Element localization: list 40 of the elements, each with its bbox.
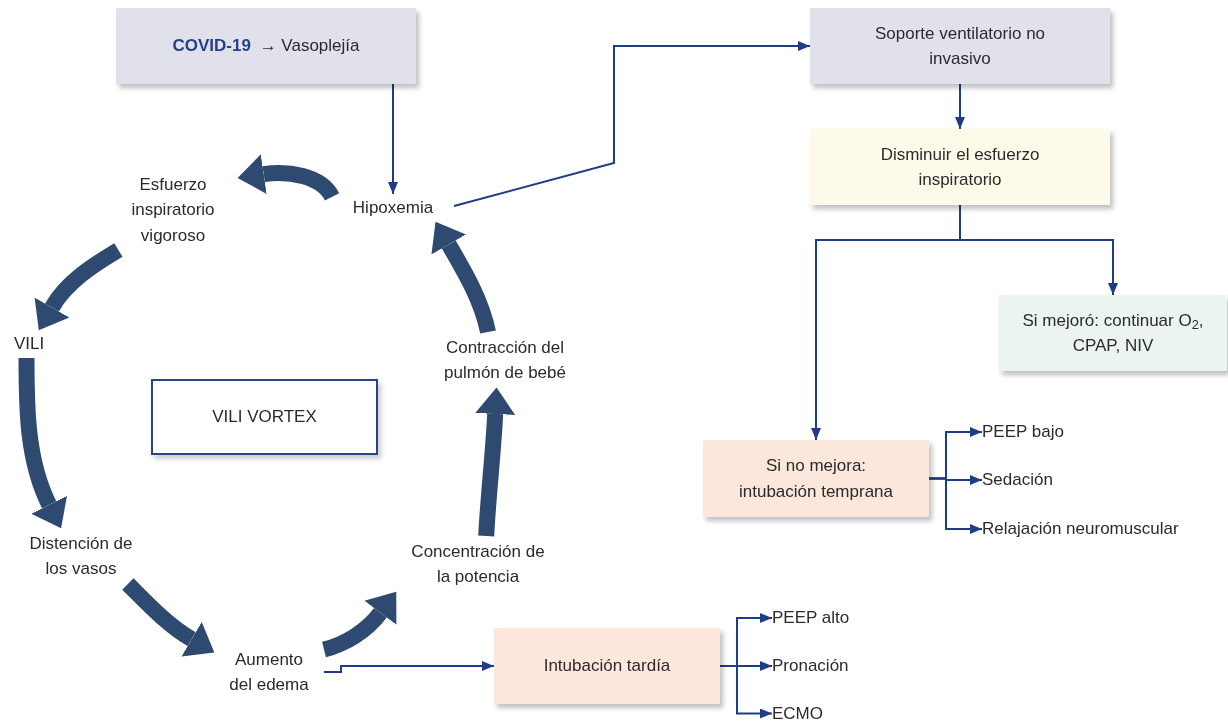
- curved-block-arrow: [122, 578, 214, 657]
- step-label: Sedación: [982, 466, 1092, 494]
- step-label: Hipoxemia: [332, 194, 454, 222]
- process-box: [116, 8, 416, 84]
- process-box: [703, 440, 929, 517]
- arrow: [388, 83, 398, 195]
- step-label: PEEP alto: [772, 604, 882, 632]
- curved-block-arrow: [431, 221, 496, 334]
- step-label: Pronación: [772, 652, 882, 680]
- arrow: [453, 41, 811, 207]
- process-box: [810, 8, 1110, 84]
- arrow: [323, 661, 495, 673]
- box-text: VILI VORTEX: [212, 406, 317, 429]
- process-box: [494, 628, 720, 704]
- title-box: [151, 379, 378, 455]
- curved-block-arrow: [321, 592, 397, 658]
- box-text: Si no mejora: intubación temprana: [737, 455, 894, 503]
- curved-block-arrow: [35, 243, 123, 330]
- box-text: Disminuir el esfuerzo inspiratorio: [879, 143, 1041, 191]
- process-box: [999, 295, 1227, 371]
- step-label: Distención de los vasos: [14, 528, 148, 584]
- step-label: Concentración de la potencia: [396, 536, 560, 592]
- step-label: Relajación neuromuscular: [982, 514, 1226, 544]
- step-label: PEEP bajo: [982, 418, 1102, 446]
- arrow: [955, 83, 965, 130]
- arrow: [811, 204, 961, 441]
- arrow: [928, 477, 983, 534]
- box-text: Intubación tardía: [543, 655, 671, 678]
- step-label: ECMO: [772, 700, 852, 727]
- process-box: [810, 129, 1110, 205]
- box-text: Si mejoró: continuar O$_{2}$, CPAP, NIV: [1021, 309, 1205, 357]
- step-label: Aumento del edema: [214, 644, 324, 700]
- arrow: [719, 665, 773, 719]
- curved-block-arrow: [18, 358, 68, 529]
- step-label: Esfuerzo inspiratorio vigoroso: [108, 170, 238, 250]
- curved-block-arrow: [475, 387, 516, 537]
- box-text: COVID-19 → Vasoplejía: [172, 35, 360, 58]
- step-label: VILI: [4, 330, 54, 358]
- step-label: Contracción del pulmón de bebé: [420, 332, 590, 388]
- box-text: Soporte ventilatorio no invasivo: [873, 22, 1047, 70]
